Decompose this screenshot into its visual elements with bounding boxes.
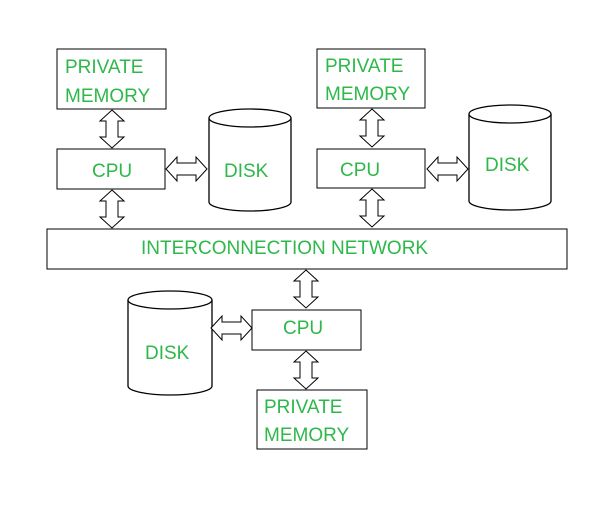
double-arrow-horizontal <box>165 155 208 183</box>
disk-cylinder <box>208 108 292 212</box>
cpu-box <box>56 148 166 190</box>
cpu-label: CPU <box>92 161 132 182</box>
private-memory-label-line1: PRIVATE <box>65 57 143 78</box>
cpu-box <box>251 309 362 351</box>
interconnection-network-label: INTERCONNECTION NETWORK <box>141 238 428 259</box>
private-memory-label-line2: MEMORY <box>264 425 349 446</box>
private-memory-box <box>316 48 426 109</box>
private-memory-label-line2: MEMORY <box>65 86 150 107</box>
double-arrow-horizontal <box>426 155 469 183</box>
node-group-top-right: PRIVATE MEMORY CPU DISK <box>316 48 552 228</box>
double-arrow-vertical <box>98 189 126 229</box>
cpu-box <box>316 148 426 189</box>
double-arrow-vertical <box>292 350 320 390</box>
disk-label: DISK <box>145 343 190 364</box>
double-arrow-horizontal <box>210 314 253 342</box>
double-arrow-vertical <box>98 109 126 149</box>
private-memory-label-line2: MEMORY <box>325 84 410 105</box>
double-arrow-vertical <box>292 269 320 309</box>
cpu-label: CPU <box>340 160 380 181</box>
disk-label: DISK <box>224 161 269 182</box>
double-arrow-vertical <box>358 188 386 228</box>
private-memory-box <box>256 389 368 450</box>
node-group-bottom: DISK CPU PRIVATE MEMORY <box>127 269 368 450</box>
double-arrow-vertical <box>358 108 386 148</box>
cpu-label: CPU <box>283 318 323 339</box>
interconnection-network-box <box>46 228 568 270</box>
private-memory-box <box>56 48 167 110</box>
disk-label: DISK <box>485 155 530 176</box>
private-memory-label-line1: PRIVATE <box>325 56 403 77</box>
node-group-top-left: PRIVATE MEMORY CPU DISK <box>56 48 292 229</box>
private-memory-label-line1: PRIVATE <box>264 397 342 418</box>
disk-cylinder <box>127 290 213 396</box>
disk-cylinder <box>468 104 552 211</box>
